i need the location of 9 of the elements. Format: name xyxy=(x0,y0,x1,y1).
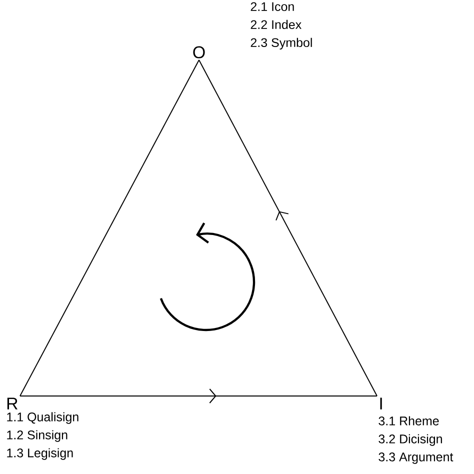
vertex-label: O xyxy=(193,46,205,58)
vertex-label: R xyxy=(7,398,18,410)
sign-list: 2.1 Icon 2.2 Index 2.3 Symbol xyxy=(250,2,312,50)
sign-list: 3.1 Rheme 3.2 Dicisign 3.3 Argument xyxy=(378,416,454,464)
triangle-side xyxy=(20,388,378,404)
vertex-label: I xyxy=(380,398,382,410)
triangle-side xyxy=(198,60,378,396)
sign-list: 1.1 Qualisign 1.2 Sinsign 1.3 Legisign xyxy=(7,412,78,460)
triangle-side xyxy=(20,60,200,396)
